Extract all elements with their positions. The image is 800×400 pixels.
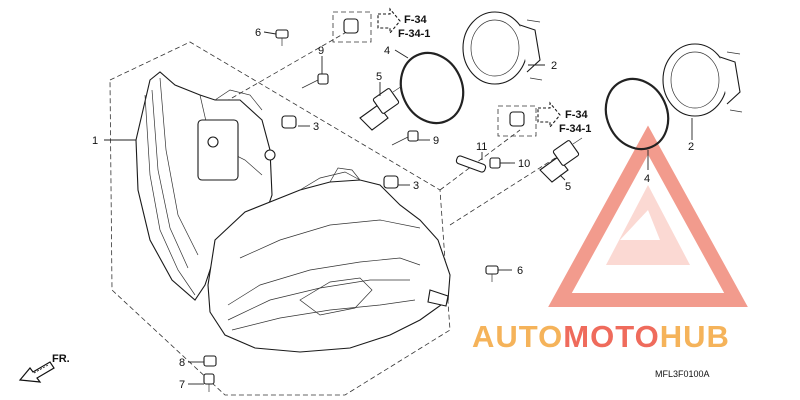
ref-top-line-1: F-34 [404, 14, 428, 26]
callout-9-mid: 9 [433, 135, 439, 147]
ref-top-line-2: F-34-1 [398, 28, 430, 40]
watermark-part-1: AUTO [472, 319, 563, 354]
front-direction-arrow: FR. [18, 353, 70, 383]
dash-leader-a [449, 154, 561, 226]
callout-4-top: 4 [384, 45, 390, 57]
ref-mid-line-1: F-34 [565, 109, 589, 121]
grommet-bottom [383, 175, 399, 189]
watermark-part-3: HUB [660, 319, 730, 354]
callout-5-top: 5 [376, 71, 382, 83]
reference-cap-top [343, 18, 359, 34]
screw-6-top [275, 29, 289, 46]
dash-leader-b [439, 129, 521, 191]
screw-9-mid [391, 130, 419, 146]
ref-arrow-top [377, 7, 401, 35]
bulb-top [359, 85, 403, 131]
dust-cover-top [462, 11, 543, 85]
callout-3-bottom: 3 [413, 180, 419, 192]
callout-6-top: 6 [255, 27, 261, 39]
callout-11: 11 [476, 141, 487, 153]
watermark-part-2: MOTO [563, 319, 659, 354]
callout-2-top: 2 [551, 60, 557, 72]
reference-cap-mid [509, 111, 525, 127]
o-ring-top [399, 51, 465, 125]
ref-arrow-mid [537, 101, 561, 129]
grommet-top [281, 115, 297, 129]
callout-6-bottom: 6 [517, 265, 523, 277]
screw-6-bottom [485, 265, 499, 282]
clip-11 [455, 155, 487, 173]
bulb-bottom [539, 137, 583, 183]
callout-4-bottom: 4 [644, 173, 650, 185]
callout-9-top: 9 [318, 45, 324, 57]
callout-5-bottom: 5 [565, 181, 571, 193]
assembly-outline [109, 41, 451, 396]
callout-3-top: 3 [313, 121, 319, 133]
callout-1: 1 [92, 135, 98, 147]
dash-leader-c [224, 29, 351, 103]
dust-cover-bottom [662, 43, 743, 117]
front-arrow-label: FR. [52, 353, 70, 365]
headlight-lens [207, 167, 451, 353]
ref-box-top [332, 11, 372, 43]
bolt-7 [203, 373, 215, 392]
screw-9-top [301, 73, 329, 89]
headlight-housing [135, 71, 276, 301]
ref-box-mid [497, 105, 537, 137]
watermark-text: AUTOMOTOHUB [472, 319, 730, 354]
callout-7: 7 [179, 379, 185, 391]
callout-10: 10 [518, 158, 530, 170]
leader-lines [104, 31, 693, 385]
callout-2-bottom: 2 [688, 141, 694, 153]
callout-8: 8 [179, 357, 185, 369]
o-ring-bottom [604, 77, 670, 151]
watermark-logo [548, 125, 748, 307]
ref-mid-line-2: F-34-1 [559, 123, 591, 135]
diagram-code: MFL3F0100A [655, 369, 710, 379]
nut-8 [203, 355, 217, 367]
